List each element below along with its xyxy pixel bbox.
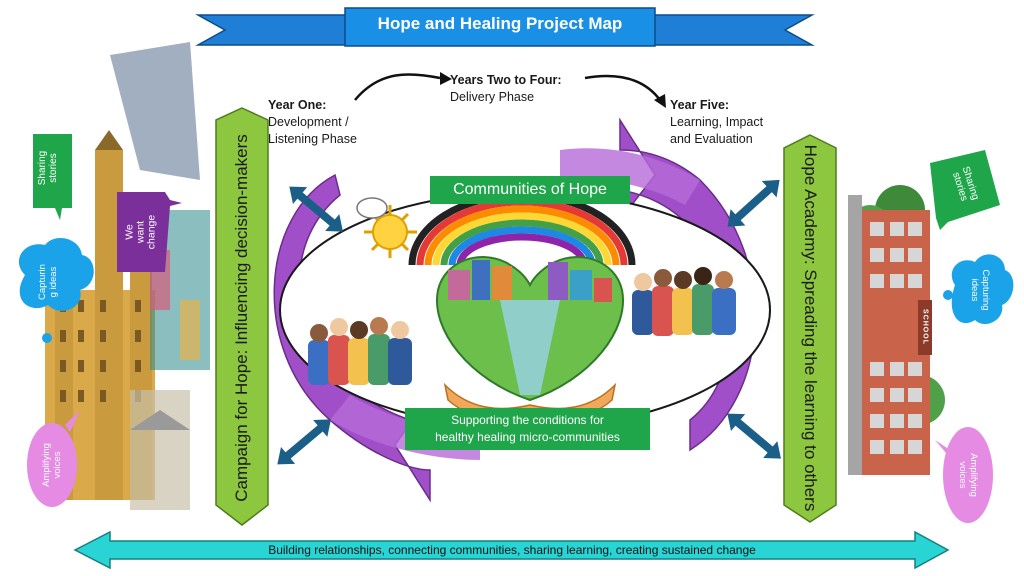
want-change-text: We want change: [124, 214, 158, 250]
vertical-green-arrows: [215, 107, 837, 526]
phase-year-five-line1: Learning, Impact: [670, 115, 764, 129]
connector-arrows: [277, 179, 781, 465]
left-capturing-ideas-text: Capturin g ideas: [37, 264, 59, 300]
school-building-illustration: [848, 185, 945, 475]
right-amplifying-line2: voices: [957, 461, 968, 489]
bottom-double-arrow: [73, 530, 950, 570]
phase-year-one: Year One: Development / Listening Phase: [268, 97, 357, 148]
right-capturing-ideas-text: Capturing ideas: [969, 269, 991, 310]
right-capturing-line1: Capturing: [980, 269, 991, 311]
left-sharing-line2: stories: [48, 153, 59, 183]
people-group-right: [632, 267, 736, 336]
page-title: Hope and Healing Project Map: [377, 14, 623, 33]
bottom-banner-text: Building relationships, connecting commu…: [268, 543, 756, 557]
people-group-left: [308, 317, 412, 385]
school-sign: SCHOOL: [921, 309, 929, 345]
phase-years-two-four-heading: Years Two to Four:: [450, 73, 562, 87]
communities-of-hope-label: Communities of Hope: [430, 176, 630, 204]
bubble-shapes: [18, 134, 1014, 523]
hope-academy-label: Hope Academy: Spreading the learning to …: [801, 144, 820, 512]
phase-year-five: Year Five: Learning, Impact and Evaluati…: [670, 97, 763, 148]
sun-icon: [356, 197, 417, 258]
supporting-conditions-box: Supporting the conditions for healthy he…: [405, 408, 650, 450]
crowd-illustration: [110, 42, 210, 370]
left-sharing-line1: Sharing: [37, 150, 48, 186]
phase-year-five-heading: Year Five:: [670, 98, 730, 112]
timeline-arrows: [354, 72, 666, 108]
left-amplifying-line1: Amplifying: [41, 443, 52, 487]
left-amplifying-voices-text: Amplifying voices: [41, 443, 63, 487]
right-amplifying-voices-text: Amplifying voices: [957, 453, 979, 497]
phase-year-five-line2: and Evaluation: [670, 132, 753, 146]
supporting-conditions-line2: healthy healing micro-communities: [435, 430, 620, 444]
phase-years-two-four: Years Two to Four: Delivery Phase: [450, 72, 562, 106]
supporting-conditions-line1: Supporting the conditions for: [451, 413, 604, 427]
left-sharing-stories-text: Sharing stories: [37, 151, 59, 185]
phase-years-two-four-line1: Delivery Phase: [450, 90, 535, 104]
title-ribbon: [195, 7, 815, 47]
left-amplifying-line2: voices: [52, 451, 63, 479]
campaign-for-hope-label: Campaign for Hope: Influencing decision-…: [232, 134, 251, 502]
rotunda-illustration: [130, 390, 190, 510]
phase-year-one-line1: Development /: [268, 115, 349, 129]
right-amplifying-line1: Amplifying: [968, 453, 979, 497]
phase-year-one-heading: Year One:: [268, 98, 327, 112]
left-capturing-line2: g ideas: [48, 266, 59, 298]
phase-year-one-line2: Listening Phase: [268, 132, 357, 146]
right-capturing-line2: ideas: [969, 278, 980, 302]
want-change-line3: change: [145, 214, 158, 250]
left-capturing-line1: Capturin: [37, 264, 48, 300]
